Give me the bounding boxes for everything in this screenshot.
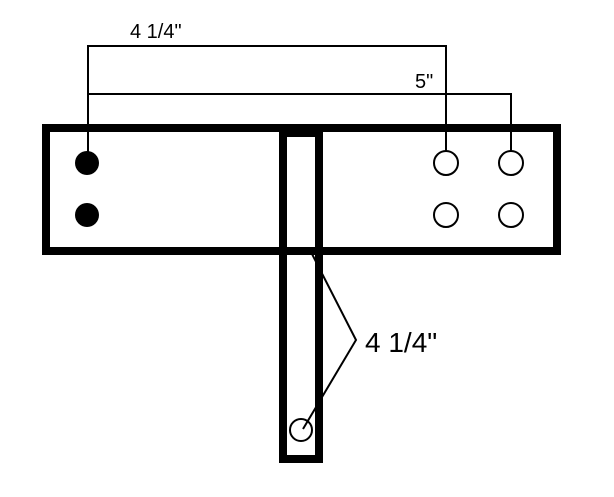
vertical-stem: [279, 129, 323, 463]
filled-hole-top: [75, 151, 99, 175]
open-hole-inner-bottom: [433, 202, 459, 228]
filled-hole-bottom: [75, 203, 99, 227]
second-span-dimension-line: [88, 93, 512, 152]
open-hole-inner-top: [433, 150, 459, 176]
top-span-label: 4 1/4": [130, 21, 182, 43]
open-hole-outer-bottom: [498, 202, 524, 228]
top-span-dimension-line: [87, 45, 447, 152]
vertical-span-label: 4 1/4": [365, 327, 437, 358]
open-hole-outer-top: [498, 150, 524, 176]
vertical-span-bracket: [302, 251, 358, 430]
second-span-label: 5": [415, 71, 433, 93]
horizontal-plate: [42, 124, 561, 255]
stem-hole: [289, 418, 313, 442]
